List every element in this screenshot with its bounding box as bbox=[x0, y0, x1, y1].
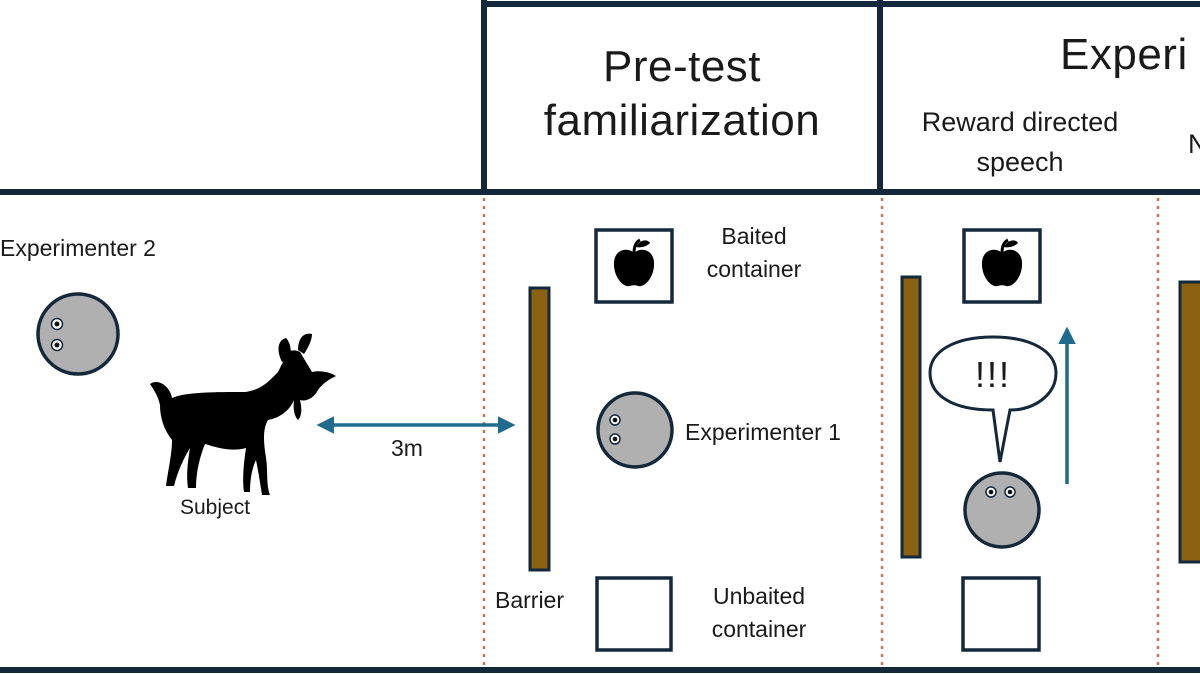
next-panel-barrier bbox=[1178, 280, 1200, 564]
goat-silhouette-icon bbox=[150, 333, 336, 495]
baited-line1: Baited bbox=[721, 223, 787, 249]
reward-unbaited-container bbox=[961, 576, 1041, 652]
reward-title-line1: Reward directed bbox=[921, 107, 1119, 137]
experimenter-1-label: Experimenter 1 bbox=[685, 419, 841, 445]
reward-directed-speech-title: Reward directed speech bbox=[890, 102, 1150, 182]
pretest-title-line1: Pre-test bbox=[602, 42, 762, 91]
pretest-unbaited-container bbox=[595, 576, 673, 652]
speech-bubble-icon bbox=[928, 335, 1058, 463]
unbaited-line1: Unbaited bbox=[712, 583, 806, 609]
reward-experimenter-person-icon bbox=[963, 471, 1041, 549]
distance-label: 3m bbox=[391, 435, 423, 461]
next-phase-title-fragment: N bbox=[1188, 129, 1200, 159]
baited-container-label: Baited container bbox=[680, 220, 828, 286]
unbaited-line2: container bbox=[711, 616, 807, 642]
reward-title-line2: speech bbox=[976, 147, 1064, 177]
pretest-title: Pre-test familiarization bbox=[487, 40, 877, 148]
pretest-baited-container bbox=[594, 228, 674, 304]
baited-line2: container bbox=[706, 256, 802, 282]
barrier-label: Barrier bbox=[495, 587, 565, 613]
speech-exclamation-text: !!! bbox=[974, 354, 1011, 395]
experimenter-1-person-icon bbox=[596, 391, 674, 469]
experimental-title: Experi bbox=[1060, 30, 1188, 79]
unbaited-container-label: Unbaited container bbox=[684, 580, 834, 646]
experimenter-2-label: Experimenter 2 bbox=[0, 235, 156, 261]
pretest-title-line2: familiarization bbox=[543, 96, 821, 145]
header-frame bbox=[0, 0, 1200, 195]
experimenter-2-person-icon bbox=[36, 292, 120, 376]
pretest-barrier bbox=[528, 286, 551, 572]
reward-barrier bbox=[900, 275, 922, 559]
apple-icon bbox=[613, 238, 655, 287]
apple-icon bbox=[981, 238, 1023, 287]
subject-label: Subject bbox=[180, 496, 251, 519]
